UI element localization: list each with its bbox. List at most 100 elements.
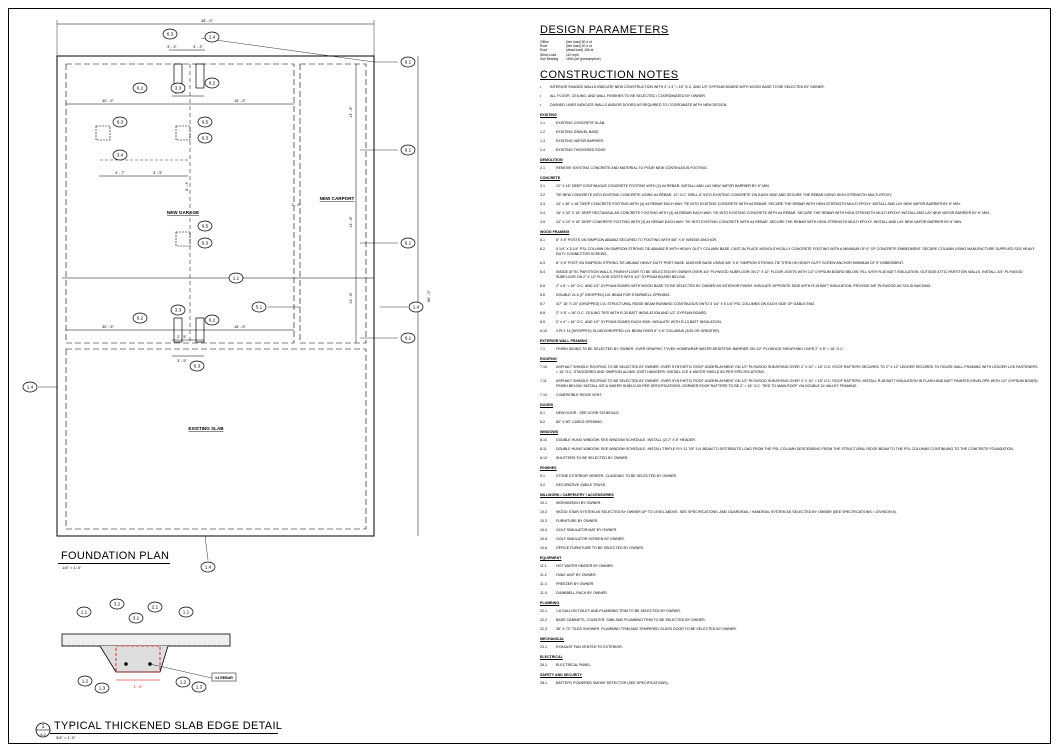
note-text: BATTERY POWERED SMOKE DETECTOR (SEE SPEC… bbox=[556, 681, 669, 686]
design-parameter-value: 110 mph bbox=[566, 52, 579, 57]
rebar-box bbox=[211, 672, 237, 682]
callout-tag: 3.3 bbox=[170, 304, 186, 316]
detail-dim: 1' - 0" bbox=[133, 685, 143, 689]
construction-bullet-text: ALL FLOOR, CEILING, AND WALL FINISHES TO… bbox=[550, 94, 706, 99]
callout-tag-circle bbox=[204, 314, 220, 326]
note-text: 2" x 4" = 16" O.C. AND 1/2" GYPSUM BOARD… bbox=[556, 320, 722, 325]
callout-tag: 6.2 bbox=[204, 77, 220, 89]
note-number: 11.2 bbox=[540, 573, 547, 578]
callout-tag-label: 6.1 bbox=[405, 60, 412, 65]
thickened-edge-section bbox=[99, 645, 169, 673]
callout-tag-label: 6.2 bbox=[137, 316, 144, 321]
detail-number: 1 bbox=[42, 724, 45, 730]
note-number: 2.1 bbox=[540, 166, 545, 171]
note-text: DOUBLE HUNG WINDOW. SEE WINDOW SCHEDULE.… bbox=[556, 447, 1014, 452]
note-text: WOOD STAIR SYSTEM AS SELECTED BY OWNER U… bbox=[556, 510, 897, 515]
note-number: 8.1 bbox=[540, 411, 545, 416]
note-number: 22.2 bbox=[540, 618, 547, 623]
note-text: 4/7" 18" X 20" (DROPPED) LVL STRUCTURAL … bbox=[556, 302, 816, 307]
dim-pad-gap: 4' - 7" bbox=[115, 171, 125, 175]
callout-tag: 3.4 bbox=[112, 149, 128, 161]
callout-tag: 6.3 bbox=[162, 28, 178, 40]
callout-tag: 6.1 bbox=[400, 56, 416, 68]
note-number: 3.5 bbox=[540, 220, 545, 225]
dim-top-b: 3' - 3" bbox=[193, 45, 203, 49]
callout-tag: 5.1 bbox=[251, 301, 267, 313]
callout-tag: 1.4 bbox=[204, 31, 220, 43]
note-number: 6.5 bbox=[540, 284, 545, 289]
design-parameter-value: (live load) 50 # sf bbox=[566, 40, 592, 44]
design-parameter-row: Wind Load 110 mph bbox=[540, 53, 1040, 57]
note-number: 1.1 bbox=[540, 121, 545, 126]
callout-tag-circle bbox=[400, 332, 416, 344]
callout-tag-circle bbox=[178, 606, 194, 618]
note-text: HOT WATER HEATER BY OWNER. bbox=[556, 564, 614, 569]
leader bbox=[149, 663, 213, 679]
carport-outline bbox=[299, 63, 367, 344]
notes-section-heading: EQUIPMENT bbox=[540, 556, 562, 561]
note-text: OFFICE FURNITURE TO BE SELECTED BY OWNER… bbox=[556, 546, 645, 551]
callout-tag: 1.1 bbox=[178, 606, 194, 618]
dim-top-a: 3' - 3" bbox=[167, 45, 177, 49]
notes-section-heading: ROOFING bbox=[540, 357, 557, 362]
callout-tag-label: 3.3 bbox=[175, 308, 182, 313]
note-text: DECORATIVE GABLE TRUSS. bbox=[556, 483, 607, 488]
notes-section-heading: CONCRETE bbox=[540, 176, 561, 181]
rebar-dot bbox=[124, 662, 128, 666]
room-labels: NEW GARAGE NEW CARPORT EXISTING SLAB bbox=[167, 196, 355, 431]
design-parameter-value: (dead load) 15# sf bbox=[566, 48, 594, 53]
detail-annotations: 1' - 0" #4 REBAR bbox=[133, 676, 233, 689]
note-number: 22.3 bbox=[540, 627, 547, 632]
note-text: FREEZER BY OWNER. bbox=[556, 582, 595, 587]
footing-pad bbox=[175, 125, 191, 141]
note-text: 6" X 6" POSTS ON SIMPSON ABA66Z SECURED … bbox=[556, 238, 718, 243]
callout-tag-circle bbox=[197, 132, 213, 144]
note-number: 10.4 bbox=[540, 528, 547, 533]
note-number: 3.3 bbox=[540, 202, 545, 207]
note-number: 6.6 bbox=[540, 293, 545, 298]
design-parameter-key: Wind Load bbox=[540, 52, 557, 57]
foundation-plan bbox=[38, 20, 419, 561]
callout-tag-circle bbox=[408, 301, 424, 313]
callout-tag-label: 6.2 bbox=[137, 86, 144, 91]
construction-bullets: •INTERIOR SHADED WALLS INDICATE NEW CONS… bbox=[540, 85, 1040, 108]
callout-tag-circle bbox=[132, 312, 148, 324]
callout-tag-circle bbox=[112, 149, 128, 161]
new-footing-outline bbox=[115, 645, 161, 673]
existing-slab-outline bbox=[65, 348, 367, 530]
note-text: 36" X 72" TILED SHOWER. PLUMBING TRIM AN… bbox=[556, 627, 737, 632]
note-text: FINISH SIDING TO BE SELECTED BY OWNER. O… bbox=[556, 347, 844, 352]
dim-v-gar: 1' - 0" bbox=[291, 203, 301, 207]
note-item: 22.3 36" X 72" TILED SHOWER. PLUMBING TRI… bbox=[540, 627, 1040, 632]
design-parameter-row: Roof(live load) 20 # sf bbox=[540, 44, 1040, 48]
callout-tag-label: 1.4 bbox=[27, 385, 34, 390]
callout-tag-label: 3.4 bbox=[117, 153, 124, 158]
note-text: 5 1/4" X 5 1/4" PSL COLUMN ON SIMPSON ST… bbox=[556, 247, 1035, 257]
callout-tag: 6.3 bbox=[189, 360, 205, 372]
callout-tag-circle bbox=[112, 116, 128, 128]
callout-tag-label: 1.1 bbox=[183, 610, 190, 615]
callout-tag-label: 6.1 bbox=[405, 336, 412, 341]
note-text: ASPHALT SHINGLE ROOFING TO BE SELECTED B… bbox=[556, 379, 1038, 389]
callout-tag: 1.2 bbox=[175, 676, 191, 688]
